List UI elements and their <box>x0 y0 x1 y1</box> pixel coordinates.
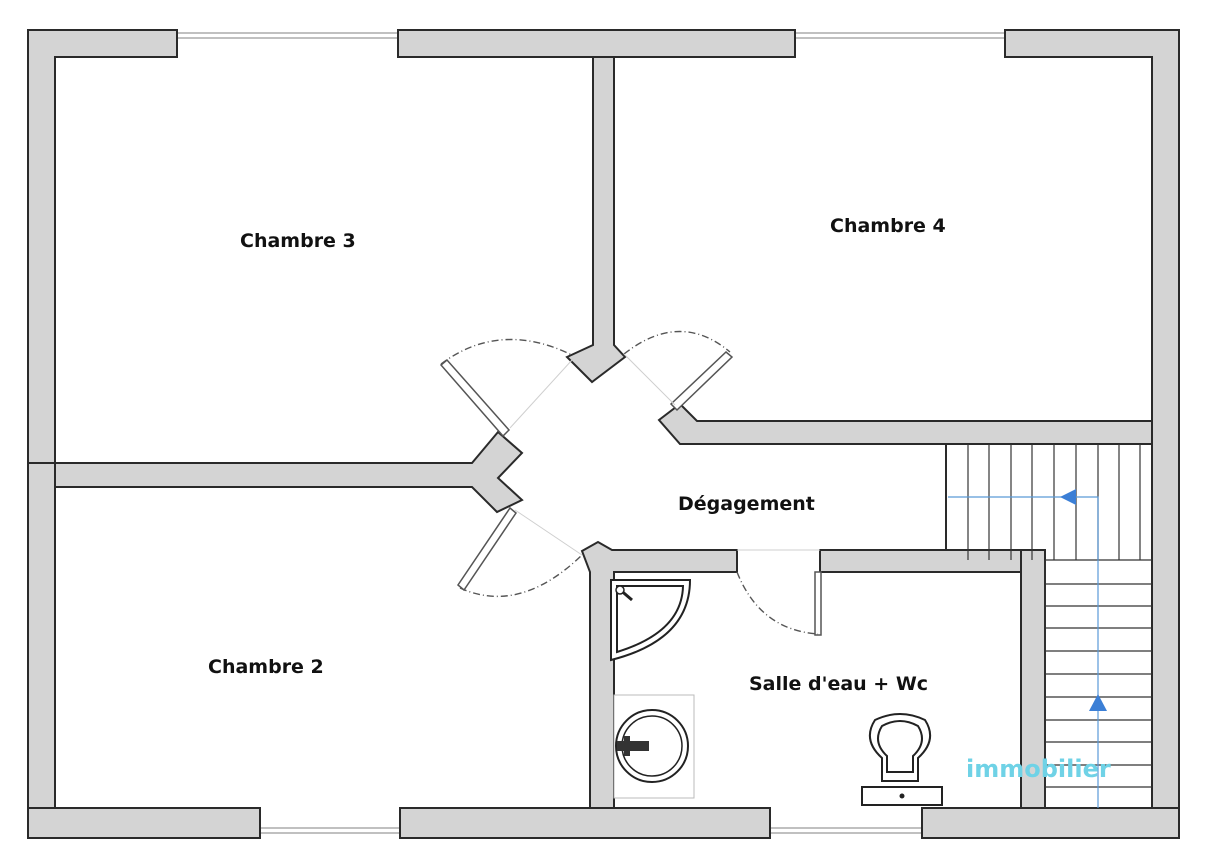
stair-arrow-left-icon <box>1060 489 1076 505</box>
doors <box>439 330 822 636</box>
fixtures <box>610 579 943 806</box>
room-label-salle-eau: Salle d'eau + Wc <box>749 673 929 695</box>
room-label-degagement: Dégagement <box>678 493 815 515</box>
interior-walls <box>54 56 1153 809</box>
room-label-chambre-3: Chambre 3 <box>240 230 356 252</box>
corner-shower-icon <box>610 579 692 662</box>
toilet-icon <box>861 713 943 806</box>
stair-arrow-up-icon <box>1089 694 1107 711</box>
watermark-logo: immobilier <box>966 755 1111 783</box>
windows <box>177 32 1005 834</box>
room-label-chambre-4: Chambre 4 <box>830 215 946 237</box>
staircase <box>948 444 1152 808</box>
washbasin-icon <box>613 694 695 799</box>
outer-walls <box>27 29 1180 839</box>
room-label-chambre-2: Chambre 2 <box>208 656 324 678</box>
